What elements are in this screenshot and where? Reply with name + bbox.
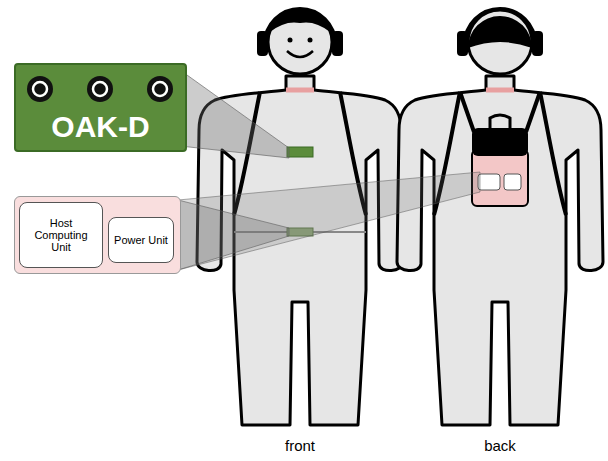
- backpack-buckle: [509, 156, 515, 166]
- callout-wedge: [180, 70, 289, 158]
- backpack-callout-box: Host Computing Unit Power Unit: [14, 196, 181, 274]
- node-label: Host Computing Unit: [20, 217, 102, 253]
- camera-callout-box: OAK-D: [14, 63, 187, 152]
- smile: [287, 51, 313, 57]
- lens-ring: [33, 82, 47, 96]
- eye: [288, 38, 293, 43]
- ear-pad: [257, 31, 268, 56]
- node-label: OAK-D: [16, 110, 185, 144]
- backpack-handle: [490, 115, 510, 130]
- back-figure: [397, 9, 603, 425]
- lens-ring: [153, 82, 167, 96]
- lens: [27, 76, 53, 102]
- ear-pad: [332, 31, 343, 56]
- lens: [87, 76, 113, 102]
- unit-box: Power Unit: [108, 217, 174, 263]
- ear-pad: [532, 31, 543, 56]
- hair: [468, 16, 532, 48]
- camera-device: [287, 147, 313, 157]
- power-unit-icon: [504, 174, 521, 190]
- host-unit-icon: [478, 174, 500, 190]
- eye: [308, 38, 313, 43]
- backpack-strap: [540, 92, 566, 215]
- backpack-strap: [460, 92, 540, 132]
- callout-wedge: [178, 172, 480, 270]
- headphone-band: [265, 9, 335, 44]
- headphone-band: [465, 9, 535, 44]
- lens-row: [16, 71, 185, 111]
- strap-top: [286, 88, 314, 93]
- backpack-buckle: [485, 156, 491, 166]
- body-outline: [397, 76, 603, 425]
- view-label: front: [285, 437, 315, 454]
- node-label: Power Unit: [109, 234, 173, 246]
- backpack-flap: [472, 128, 528, 156]
- ear-pad: [457, 31, 468, 56]
- lens: [147, 76, 173, 102]
- lens-ring: [93, 82, 107, 96]
- unit-box: Host Computing Unit: [19, 202, 103, 268]
- strap-top: [486, 88, 514, 93]
- view-label: back: [484, 437, 516, 454]
